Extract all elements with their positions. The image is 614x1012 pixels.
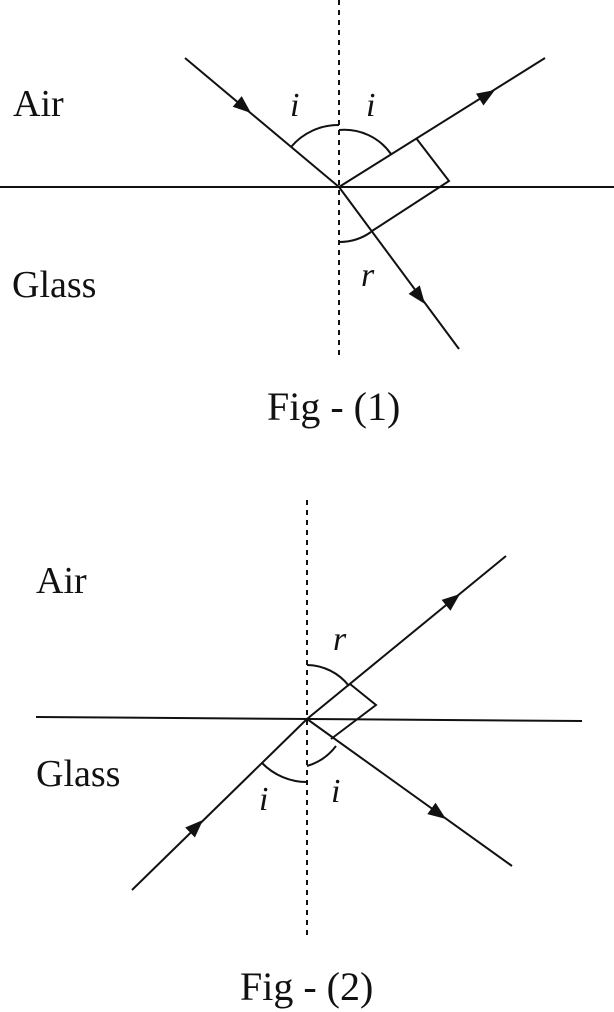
fig1-refracted-ray: [338, 186, 460, 350]
fig1-caption: Fig - (1): [267, 384, 400, 429]
fig1-label-angle-refracted: r: [361, 257, 375, 294]
fig2-reflected-ray: [306, 718, 513, 867]
fig2-label-angle-refracted: r: [333, 621, 347, 658]
fig2-label-angle-reflected: i: [331, 773, 340, 810]
fig2-label-angle-incident: i: [259, 781, 268, 818]
fig2-label-air: Air: [36, 560, 87, 602]
fig2-label-glass: Glass: [36, 753, 120, 795]
fig1-reflected-arrow: [476, 90, 495, 106]
fig1-angle-arc-refracted: [338, 231, 372, 244]
fig2-incident-ray: [131, 718, 308, 891]
fig1-refracted-arrow: [408, 285, 425, 304]
fig1-incident-arrow: [232, 96, 251, 113]
fig2-angle-arc-refracted: [306, 664, 350, 687]
fig1-angle-arc-reflected: [338, 128, 392, 155]
fig2-incident-arrow: [185, 820, 203, 838]
fig1-reflected-ray: [338, 57, 546, 188]
fig2-refracted-arrow: [441, 594, 460, 611]
fig1-label-air: Air: [13, 83, 64, 125]
fig1-label-glass: Glass: [12, 264, 96, 306]
fig1-right-angle-marker: [371, 137, 451, 232]
fig1-label-angle-reflected: i: [366, 87, 375, 124]
fig1-label-angle-incident: i: [290, 87, 299, 124]
fig2-interface: [35, 716, 583, 722]
figure-2: Air Glass r i i Fig - (2): [35, 500, 583, 1009]
fig2-angle-arc-incident: [261, 762, 308, 783]
fig2-angle-arc-reflected: [306, 745, 337, 767]
fig2-right-angle-marker: [330, 683, 378, 740]
fig1-incident-ray: [184, 57, 340, 188]
fig1-angle-arc-incident: [290, 123, 340, 148]
fig2-reflected-arrow: [427, 802, 446, 819]
fig2-refracted-ray: [306, 555, 507, 720]
fig2-caption: Fig - (2): [240, 964, 373, 1009]
figure-1: Air Glass i i r Fig - (1): [0, 0, 614, 429]
